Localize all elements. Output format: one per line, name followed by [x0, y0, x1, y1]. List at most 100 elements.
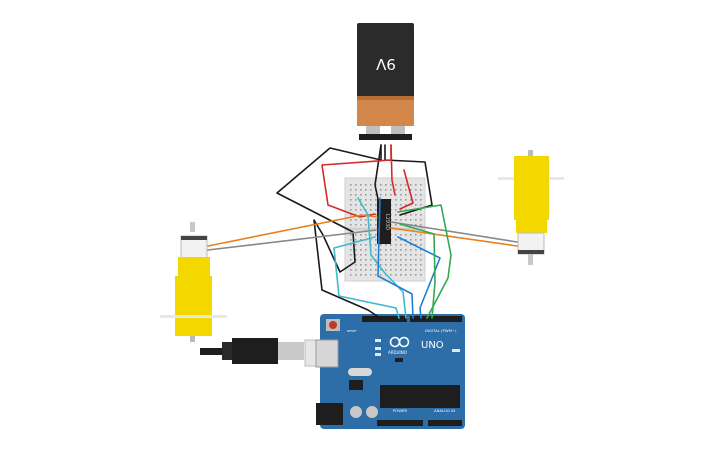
breadboard-hole[interactable] [350, 219, 352, 221]
breadboard-hole[interactable] [360, 184, 362, 186]
breadboard-hole[interactable] [415, 224, 417, 226]
wire-blue[interactable] [397, 236, 441, 319]
breadboard-hole[interactable] [375, 209, 377, 211]
breadboard-hole[interactable] [390, 194, 392, 196]
breadboard-hole[interactable] [355, 239, 357, 241]
breadboard-hole[interactable] [385, 249, 387, 251]
breadboard-hole[interactable] [375, 254, 377, 256]
breadboard-hole[interactable] [365, 244, 367, 246]
breadboard-hole[interactable] [415, 259, 417, 261]
breadboard-hole[interactable] [350, 249, 352, 251]
breadboard-hole[interactable] [410, 184, 412, 186]
breadboard-hole[interactable] [405, 274, 407, 276]
breadboard-hole[interactable] [385, 254, 387, 256]
breadboard-hole[interactable] [390, 274, 392, 276]
breadboard-hole[interactable] [365, 264, 367, 266]
arduino-uno-board[interactable]: UNO ARDUINO DIGITAL (PWM~) POWER ANALOG … [315, 314, 465, 429]
breadboard-hole[interactable] [375, 239, 377, 241]
breadboard-hole[interactable] [370, 234, 372, 236]
breadboard-hole[interactable] [360, 244, 362, 246]
breadboard-hole[interactable] [395, 209, 397, 211]
breadboard-hole[interactable] [350, 209, 352, 211]
breadboard-hole[interactable] [405, 184, 407, 186]
breadboard-hole[interactable] [350, 244, 352, 246]
breadboard-hole[interactable] [400, 194, 402, 196]
breadboard-hole[interactable] [415, 269, 417, 271]
breadboard-hole[interactable] [365, 199, 367, 201]
breadboard-hole[interactable] [355, 264, 357, 266]
breadboard-hole[interactable] [405, 259, 407, 261]
breadboard-hole[interactable] [400, 274, 402, 276]
breadboard-hole[interactable] [405, 189, 407, 191]
breadboard-hole[interactable] [360, 264, 362, 266]
breadboard-hole[interactable] [375, 274, 377, 276]
breadboard-hole[interactable] [400, 244, 402, 246]
breadboard-hole[interactable] [355, 209, 357, 211]
breadboard-hole[interactable] [350, 184, 352, 186]
wire-blue[interactable] [377, 197, 414, 319]
breadboard-hole[interactable] [415, 249, 417, 251]
breadboard-hole[interactable] [375, 194, 377, 196]
breadboard-hole[interactable] [415, 244, 417, 246]
breadboard-hole[interactable] [365, 184, 367, 186]
breadboard-hole[interactable] [400, 254, 402, 256]
breadboard-hole[interactable] [415, 274, 417, 276]
breadboard-hole[interactable] [410, 249, 412, 251]
breadboard-hole[interactable] [355, 244, 357, 246]
breadboard-hole[interactable] [405, 234, 407, 236]
breadboard-hole[interactable] [405, 249, 407, 251]
breadboard-hole[interactable] [360, 199, 362, 201]
breadboard-hole[interactable] [410, 239, 412, 241]
breadboard-hole[interactable] [380, 259, 382, 261]
breadboard-hole[interactable] [370, 219, 372, 221]
breadboard-hole[interactable] [400, 184, 402, 186]
breadboard-hole[interactable] [355, 219, 357, 221]
wire-gray[interactable] [207, 229, 378, 251]
breadboard-hole[interactable] [405, 214, 407, 216]
breadboard-hole[interactable] [420, 249, 422, 251]
breadboard-hole[interactable] [365, 249, 367, 251]
breadboard-hole[interactable] [370, 209, 372, 211]
breadboard-hole[interactable] [380, 264, 382, 266]
left-motor[interactable] [160, 222, 227, 342]
breadboard-hole[interactable] [375, 244, 377, 246]
breadboard-hole[interactable] [380, 189, 382, 191]
breadboard-hole[interactable] [410, 264, 412, 266]
breadboard-hole[interactable] [380, 249, 382, 251]
wire-cyan[interactable] [333, 236, 400, 319]
breadboard-hole[interactable] [350, 224, 352, 226]
breadboard-hole[interactable] [360, 234, 362, 236]
wire-green[interactable] [397, 204, 452, 319]
breadboard-hole[interactable] [415, 264, 417, 266]
breadboard-hole[interactable] [390, 259, 392, 261]
breadboard-hole[interactable] [385, 189, 387, 191]
breadboard-hole[interactable] [350, 274, 352, 276]
breadboard-hole[interactable] [370, 239, 372, 241]
breadboard-hole[interactable] [420, 204, 422, 206]
breadboard-hole[interactable] [420, 264, 422, 266]
breadboard-hole[interactable] [400, 259, 402, 261]
breadboard-hole[interactable] [355, 274, 357, 276]
breadboard-hole[interactable] [380, 269, 382, 271]
breadboard-hole[interactable] [415, 189, 417, 191]
breadboard-hole[interactable] [420, 214, 422, 216]
breadboard-hole[interactable] [405, 244, 407, 246]
breadboard-hole[interactable] [395, 239, 397, 241]
breadboard-hole[interactable] [360, 259, 362, 261]
breadboard-hole[interactable] [370, 259, 372, 261]
breadboard-hole[interactable] [395, 199, 397, 201]
breadboard-hole[interactable] [410, 199, 412, 201]
breadboard-hole[interactable] [390, 189, 392, 191]
breadboard-hole[interactable] [410, 269, 412, 271]
breadboard-hole[interactable] [390, 184, 392, 186]
breadboard-hole[interactable] [380, 184, 382, 186]
breadboard-hole[interactable] [395, 274, 397, 276]
breadboard-hole[interactable] [380, 244, 382, 246]
breadboard-hole[interactable] [385, 269, 387, 271]
breadboard-hole[interactable] [375, 224, 377, 226]
breadboard-hole[interactable] [410, 259, 412, 261]
breadboard-hole[interactable] [420, 199, 422, 201]
breadboard-hole[interactable] [405, 219, 407, 221]
breadboard-hole[interactable] [360, 219, 362, 221]
breadboard-hole[interactable] [415, 199, 417, 201]
